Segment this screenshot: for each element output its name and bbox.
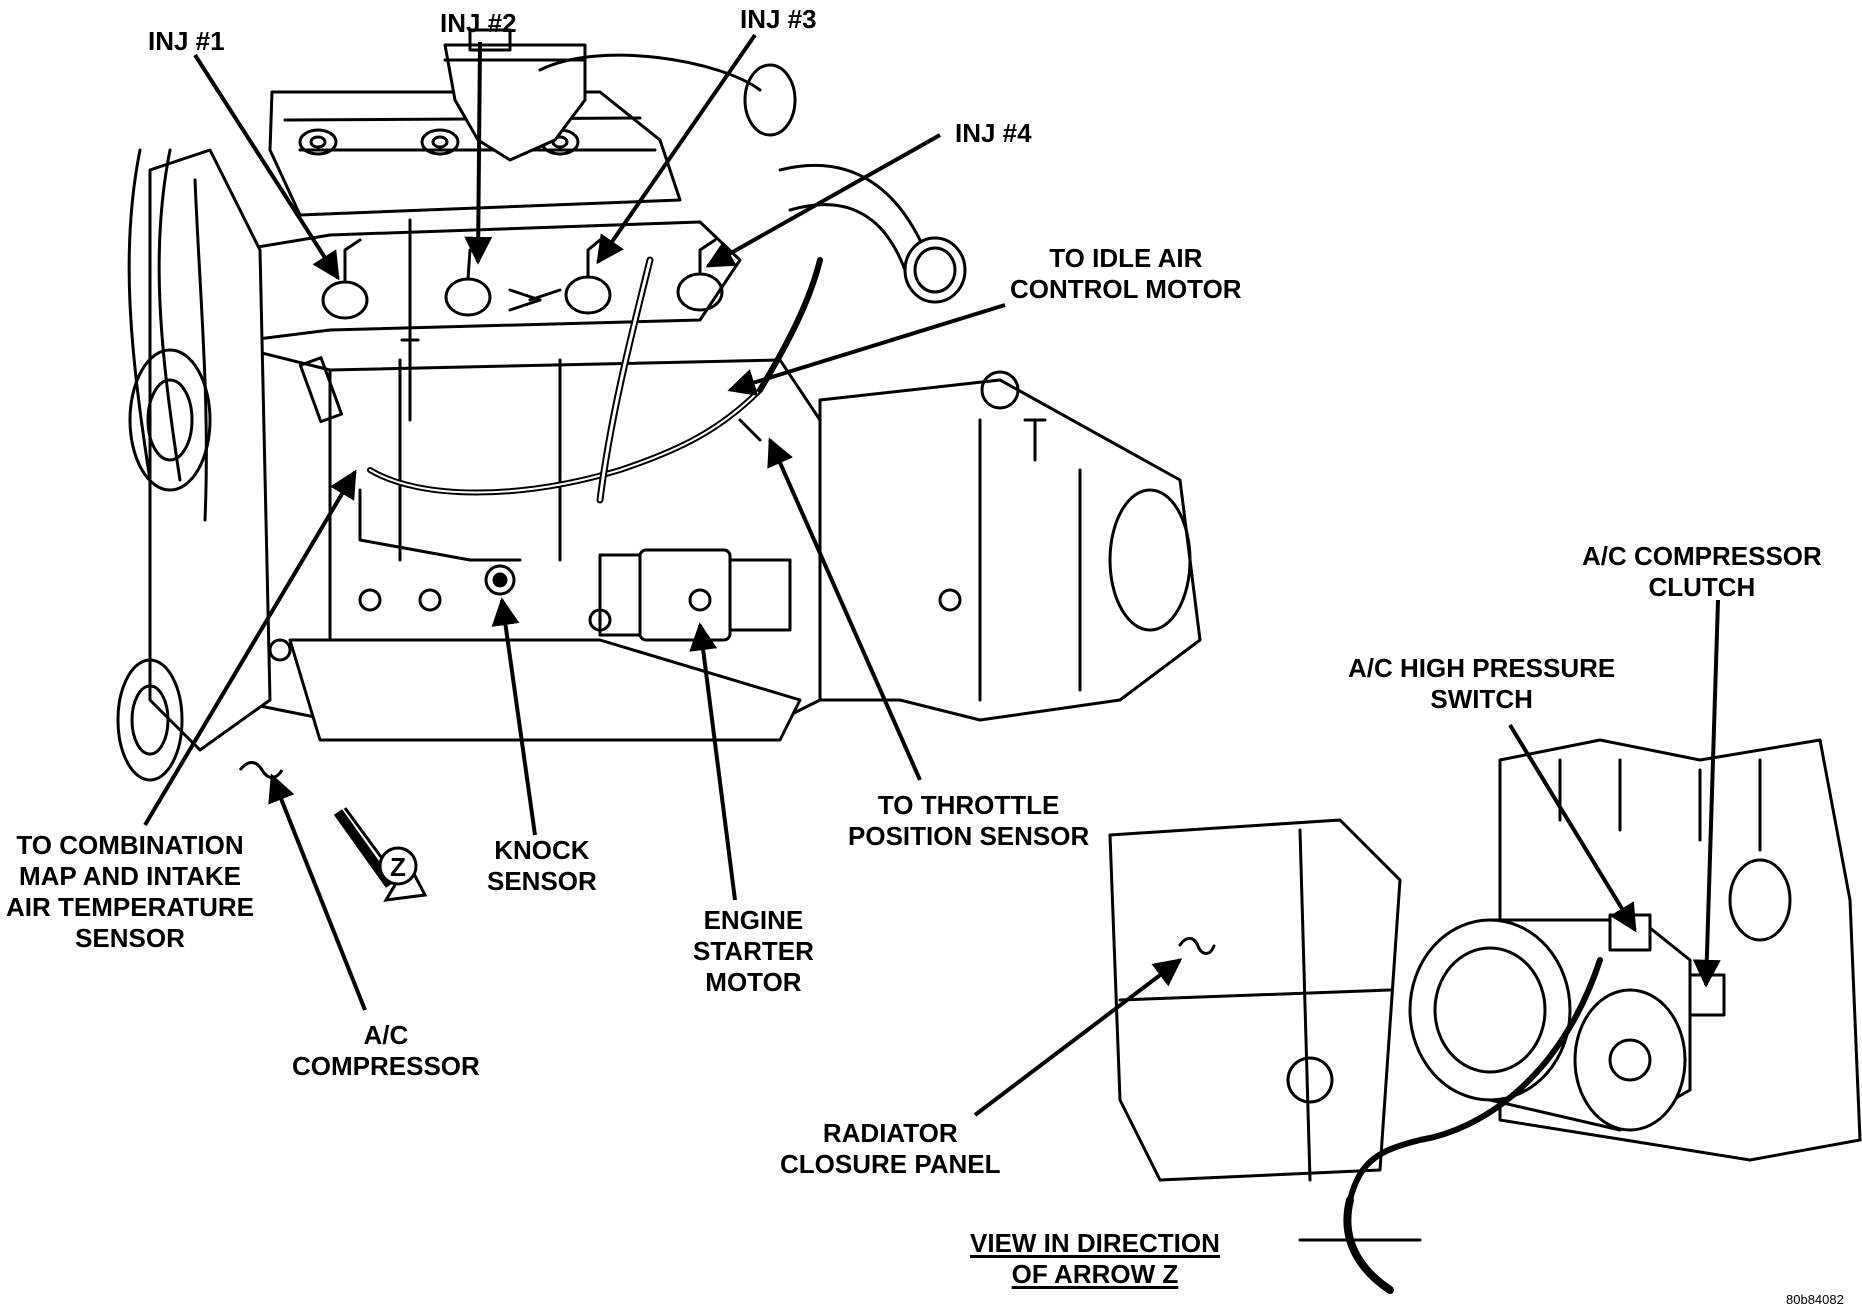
ac-compressor-tilde bbox=[238, 761, 284, 779]
direction-arrow-z: Z bbox=[333, 807, 428, 902]
inset-view-illustration bbox=[1108, 738, 1862, 1294]
leader-lines bbox=[143, 33, 1721, 1117]
label-inj2: INJ #2 bbox=[440, 8, 517, 38]
leader-ac-switch bbox=[1508, 723, 1637, 933]
label-inj3: INJ #3 bbox=[740, 4, 817, 34]
label-inj4: INJ #4 bbox=[955, 118, 1032, 148]
leader-throttle bbox=[767, 437, 922, 781]
engine-illustration bbox=[116, 28, 1202, 782]
leader-ac-clutch bbox=[1692, 599, 1721, 988]
leader-inj1 bbox=[193, 53, 340, 281]
leader-starter bbox=[689, 622, 737, 901]
leader-inj4 bbox=[705, 133, 941, 268]
leader-ac-compressor bbox=[268, 773, 367, 1011]
leader-knock bbox=[491, 597, 537, 836]
leader-inj3 bbox=[596, 33, 757, 265]
arrow-z-letter: Z bbox=[390, 852, 406, 882]
leader-idle-air bbox=[727, 303, 1006, 396]
figure-code: 80b84082 bbox=[1786, 1292, 1844, 1307]
leader-map-sensor bbox=[143, 469, 357, 827]
leader-inj2 bbox=[464, 41, 493, 265]
label-inj1: INJ #1 bbox=[148, 26, 225, 56]
leader-radiator-panel bbox=[973, 958, 1183, 1117]
